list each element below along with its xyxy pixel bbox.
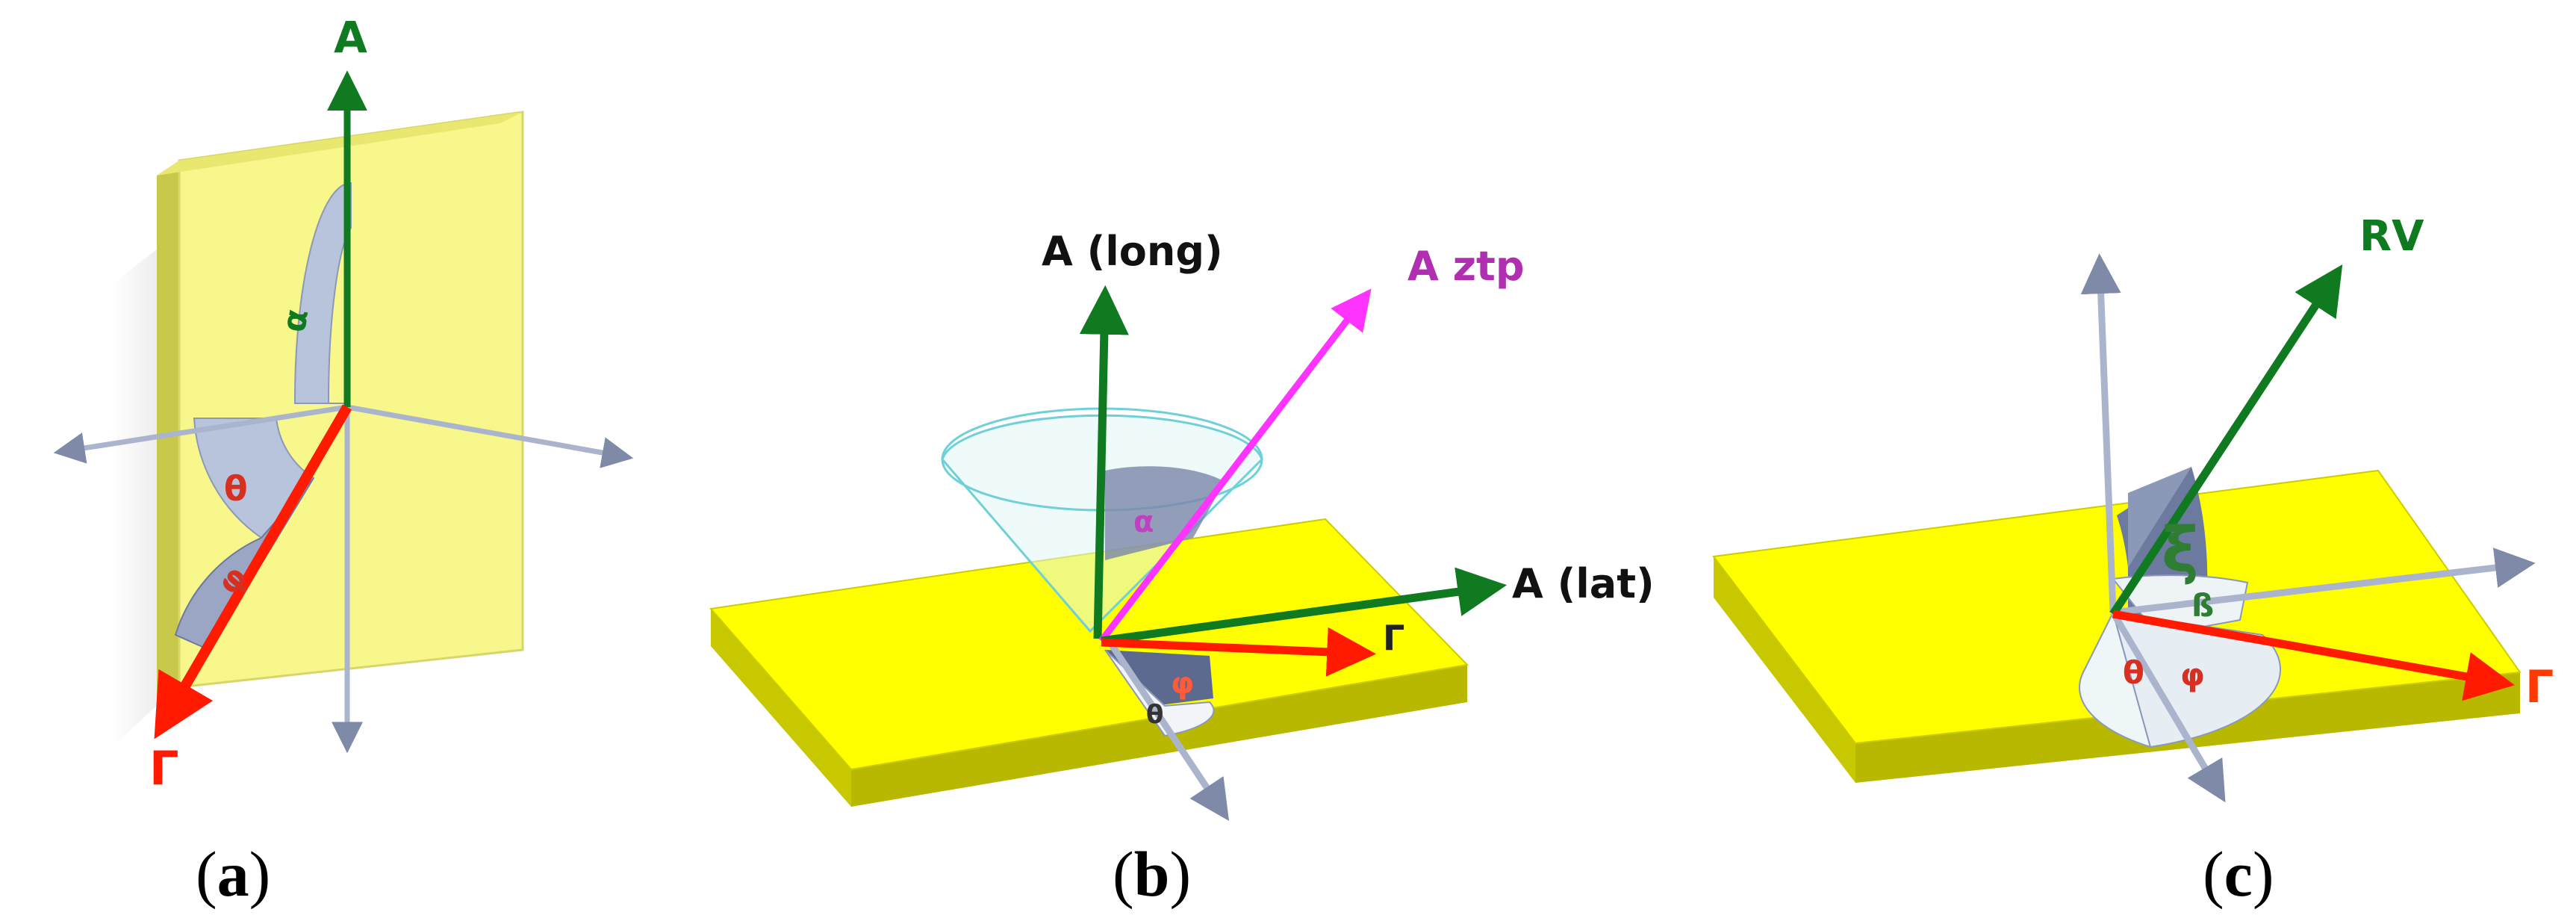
panel-a-shadow — [112, 246, 161, 747]
panel-c-theta-symbol: θ — [2123, 654, 2144, 691]
panel-c-xi-symbol: ξ — [2162, 513, 2199, 586]
panel-c-horizontal-axis — [2112, 548, 2536, 616]
caption-b: (b) — [1113, 838, 1192, 910]
panel-b-lat-axis — [1101, 567, 1508, 645]
caption-c: (c) — [2203, 838, 2274, 910]
panel-c-theta-floor-arc — [2079, 610, 2152, 748]
panel-a: A Γ α θ φ — [53, 12, 634, 796]
panel-b: A (long) A ztp A (lat) Γ α φ θ — [709, 228, 1655, 821]
panel-c-down-axis — [2110, 610, 2226, 803]
panel-b-phi-symbol: φ — [1171, 666, 1194, 701]
panel-b-long-axis — [1079, 285, 1129, 639]
caption-c-letter: c — [2224, 838, 2253, 910]
panel-c-xi-arc-light — [2128, 467, 2191, 568]
panel-b-alpha-wedge — [1105, 466, 1225, 560]
panel-b-gamma-vector — [1101, 627, 1377, 677]
panel-b-plate-side-front — [711, 609, 851, 807]
panel-c-phi-symbol: φ — [2180, 657, 2205, 693]
panel-c: RV Γ ξ ß θ φ — [1712, 212, 2554, 803]
panel-b-ztp-label: A ztp — [1407, 243, 1525, 290]
panel-b-theta-symbol: θ — [1146, 700, 1163, 730]
panel-a-gamma-vector — [154, 404, 352, 739]
panel-b-alpha-symbol: α — [1133, 505, 1154, 539]
panel-b-gamma-label: Γ — [1383, 618, 1404, 658]
panel-c-gamma-label: Γ — [2525, 661, 2554, 713]
panel-b-theta-floor-arc — [1104, 649, 1215, 737]
caption-a-letter: a — [217, 838, 249, 910]
panel-c-rv-label: RV — [2359, 212, 2424, 261]
caption-b-letter: b — [1133, 838, 1170, 910]
panel-b-grey-axis — [1102, 633, 1229, 821]
panel-c-plate-side-front — [1714, 556, 1855, 783]
panel-a-depth-axis — [346, 404, 634, 468]
panel-b-phi-wedge — [1105, 650, 1213, 706]
panel-c-beta-symbol: ß — [2191, 587, 2214, 624]
panel-a-horizontal-axis — [53, 404, 348, 464]
panel-b-plate-side-right — [851, 665, 1467, 807]
panel-c-rv-vector — [2109, 264, 2343, 617]
panel-b-ztp-axis — [1098, 288, 1372, 643]
caption-a: (a) — [196, 838, 271, 910]
panel-c-gamma-vector — [2112, 610, 2515, 701]
panel-a-theta-symbol: θ — [224, 468, 248, 509]
panel-b-lat-label: A (lat) — [1512, 560, 1655, 607]
panel-a-a-label: A — [334, 12, 367, 63]
panel-c-vertical-axis — [2080, 253, 2121, 613]
panel-a-gamma-label: Γ — [149, 741, 179, 796]
panel-a-plate-top — [157, 112, 523, 176]
panel-b-long-label: A (long) — [1042, 228, 1223, 275]
